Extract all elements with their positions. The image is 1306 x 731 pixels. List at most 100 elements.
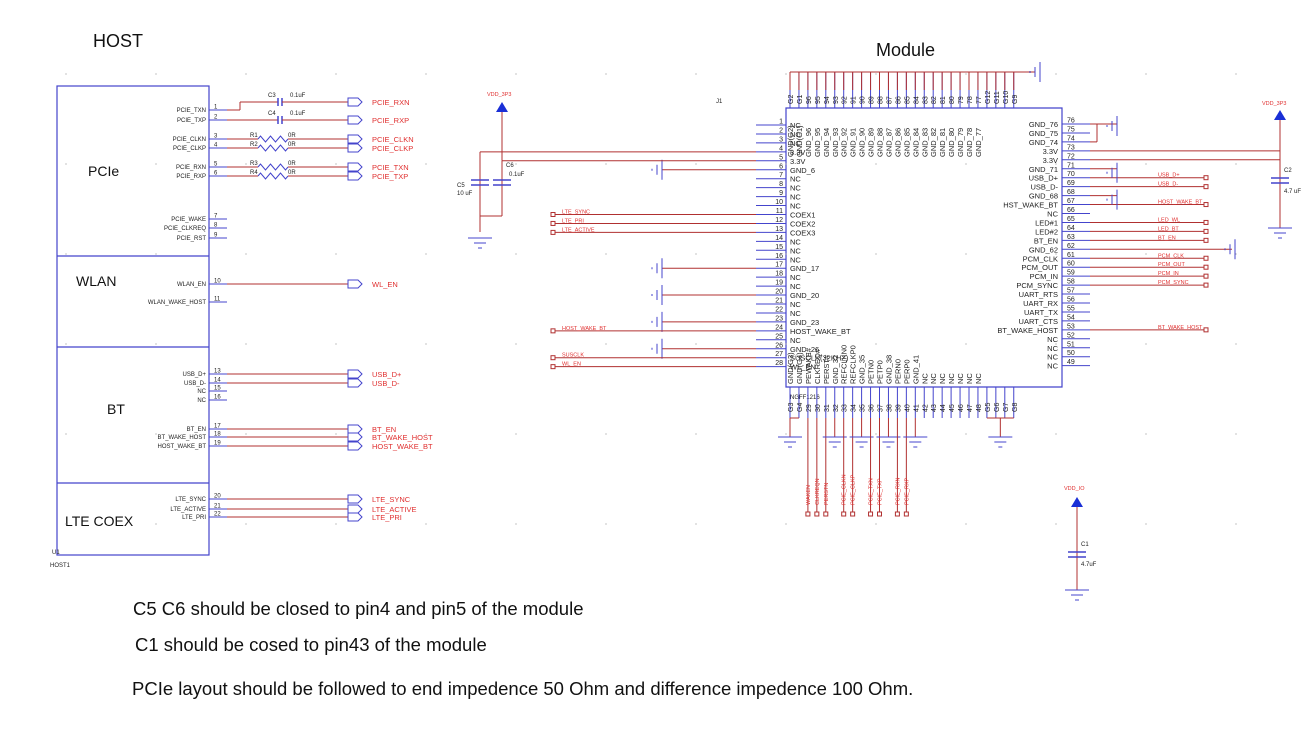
pin-number: 15 xyxy=(775,244,783,251)
pin-number: 8 xyxy=(779,181,783,188)
pin-label: WLAN_EN xyxy=(177,282,206,288)
part-ref: C6 xyxy=(506,163,514,169)
pin-number: 40 xyxy=(904,404,911,412)
pin-label: GND_90 xyxy=(858,128,867,157)
grid-dot xyxy=(1235,253,1237,255)
pin-label: NC xyxy=(965,373,974,384)
pin-label: PCIE_WAKE xyxy=(171,217,206,223)
ground-symbol xyxy=(1268,227,1292,239)
net-terminal xyxy=(1203,228,1209,234)
pin-number: 5 xyxy=(779,154,783,161)
grid-dot xyxy=(1235,343,1237,345)
pin-label: GND(G2) xyxy=(786,125,795,157)
pin-label: BT_EN xyxy=(187,427,206,433)
net-label: PCIE_RXP xyxy=(904,477,910,505)
pin-number: 11 xyxy=(776,208,783,215)
grid-dot xyxy=(245,163,247,165)
net-terminal xyxy=(550,212,556,217)
net-label: USB_D- xyxy=(372,379,400,388)
grid-dot xyxy=(335,253,337,255)
pin-label: GND_62 xyxy=(1029,245,1058,254)
net-label: BT_WAKE_HOST xyxy=(372,433,433,442)
pin-label: NC xyxy=(938,373,947,384)
grid-dot xyxy=(875,73,877,75)
grid-dot xyxy=(65,523,67,525)
grid-dot xyxy=(425,523,427,525)
capacitor-c6 xyxy=(493,179,511,186)
grid-dot xyxy=(1055,73,1057,75)
pin-number: 17 xyxy=(775,262,783,269)
net-terminal xyxy=(841,511,847,517)
grid-dot xyxy=(1235,163,1237,165)
pin-number: 14 xyxy=(775,235,783,242)
pin-label: PCIE_CLKN xyxy=(173,137,206,143)
pin-label: PCIE_RXN xyxy=(176,165,206,171)
pin-label: 3.3V xyxy=(1043,156,1058,165)
pin-label: SUSCLK(32KHZ) xyxy=(790,354,849,363)
grid-dot xyxy=(1145,523,1147,525)
pin-label: GND_95 xyxy=(813,128,822,157)
pin-number: 65 xyxy=(1067,216,1075,223)
net-label: PCIE_TXN xyxy=(869,478,875,505)
pin-number: 1 xyxy=(779,119,783,126)
pin-label: GND_68 xyxy=(1029,192,1058,201)
grid-dot xyxy=(1055,253,1057,255)
pin-number: 62 xyxy=(1067,243,1075,250)
grid-dot xyxy=(785,163,787,165)
resistor xyxy=(257,172,289,180)
pin-label: NC xyxy=(790,300,801,309)
net-port xyxy=(347,432,363,442)
pin-number: 93 xyxy=(833,96,840,104)
pin-number: 95 xyxy=(815,96,822,104)
pin-label: NC xyxy=(790,309,801,318)
pin-number: 44 xyxy=(940,404,947,412)
pin-label: GND_71 xyxy=(1029,165,1058,174)
pin-label: NC xyxy=(920,373,929,384)
pin-label: USB_D+ xyxy=(1029,174,1059,183)
pin-number: 25 xyxy=(775,333,783,340)
pin-label: GND_82 xyxy=(929,128,938,157)
pin-number: 14 xyxy=(214,378,221,384)
grid-dot xyxy=(515,343,517,345)
pin-label: PEWAKE# xyxy=(804,347,813,384)
pin-number: 68 xyxy=(1067,189,1075,196)
pin-number: 32 xyxy=(833,404,840,412)
pin-label: GND_32 xyxy=(831,355,840,384)
net-label: WAKEN xyxy=(806,485,812,505)
pin-label: USB_D- xyxy=(184,381,206,387)
pin-number: 7 xyxy=(779,172,783,179)
pin-label: GND_79 xyxy=(956,128,965,157)
grid-dot xyxy=(785,433,787,435)
grid-dot xyxy=(245,253,247,255)
pin-label: GND_26 xyxy=(790,345,819,354)
pin-number: 37 xyxy=(878,404,885,412)
grid-dot xyxy=(1145,73,1147,75)
net-label: PCIE_TXP xyxy=(878,478,884,505)
pin-number: 8 xyxy=(214,223,218,229)
resistor xyxy=(257,135,289,143)
pin-label: UART_RX xyxy=(1023,299,1058,308)
module-pin-68: 68 GND_68 xyxy=(1029,189,1090,201)
